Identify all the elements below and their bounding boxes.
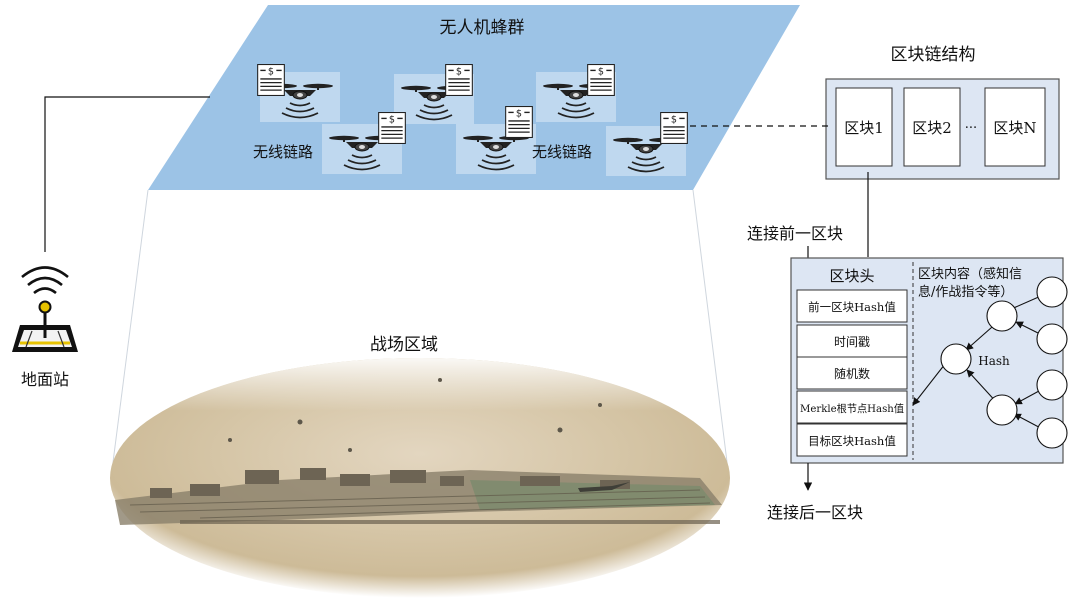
merkle-node — [986, 300, 1018, 332]
wireless-link-label-left: 无线链路 — [253, 143, 313, 161]
ledger-doc-icon — [445, 64, 473, 96]
projection-line-left — [111, 189, 149, 471]
merkle-node — [1036, 276, 1068, 308]
swarm-title: 无人机蜂群 — [440, 18, 525, 38]
merkle-node — [986, 394, 1018, 426]
ledger-doc-icon — [505, 106, 533, 138]
block-2-box — [903, 87, 961, 167]
battlefield-label: 战场区域 — [370, 335, 438, 355]
chain-ellipsis: ··· — [965, 121, 977, 136]
merkle-node — [1036, 369, 1068, 401]
merkle-tree-nodes — [940, 276, 1068, 449]
connect-prev-label: 连接前一区块 — [747, 224, 843, 243]
block-1-box — [835, 87, 893, 167]
header-field-timestamp-label: 时间戳 — [834, 335, 870, 349]
chain-title: 区块链结构 — [891, 45, 976, 65]
ground-station-label: 地面站 — [21, 370, 69, 389]
ground-station-icon — [12, 266, 78, 352]
connect-next-label: 连接后一区块 — [767, 503, 863, 522]
ledger-doc-icon — [257, 64, 285, 96]
battlefield-terrain-image — [110, 358, 730, 598]
ledger-doc-icon — [378, 112, 406, 144]
merkle-node — [1036, 417, 1068, 449]
block-2-label: 区块2 — [912, 119, 952, 137]
projection-line-right — [692, 189, 729, 471]
ledger-doc-icon — [660, 112, 688, 144]
header-field-merkle-root — [796, 390, 908, 424]
header-field-prev-hash — [796, 289, 908, 323]
merkle-node — [1036, 323, 1068, 355]
block-content-title-line1: 区块内容（感知信 — [918, 266, 1022, 282]
block-n-label: 区块N — [993, 119, 1036, 137]
header-field-target-hash — [796, 423, 908, 457]
header-field-nonce — [796, 356, 908, 390]
merkle-node — [940, 343, 972, 375]
block-1-label: 区块1 — [844, 119, 884, 137]
block-n-box — [984, 87, 1046, 167]
ground-link-line — [44, 96, 210, 252]
merkle-hash-label: Hash — [978, 354, 1010, 368]
block-header-title: 区块头 — [829, 267, 874, 285]
header-field-nonce-label: 随机数 — [834, 366, 870, 381]
header-field-merkle-root-label: Merkle根节点Hash值 — [800, 402, 904, 415]
ledger-doc-icon — [587, 64, 615, 96]
header-field-prev-hash-label: 前一区块Hash值 — [808, 300, 896, 314]
wireless-link-label-right: 无线链路 — [532, 143, 592, 161]
block-content-title-line2: 息/作战指令等） — [918, 284, 1013, 300]
header-field-target-hash-label: 目标区块Hash值 — [808, 434, 896, 448]
